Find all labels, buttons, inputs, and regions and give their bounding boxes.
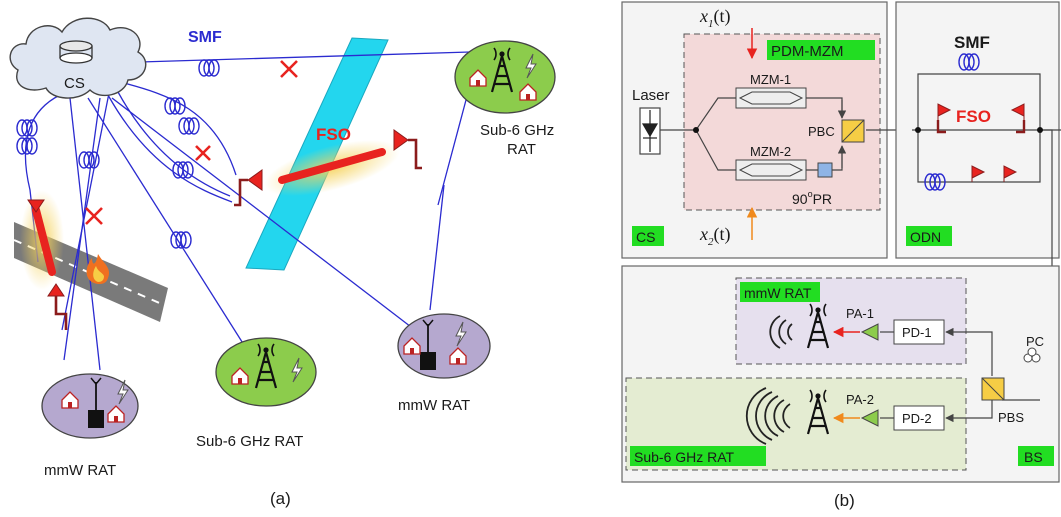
bs-optical-paths	[945, 327, 1040, 423]
fiber-links	[24, 51, 471, 371]
splitter-node	[693, 127, 699, 133]
mmw-rat-label: mmW RAT	[744, 285, 812, 301]
fiber-coil-icon	[16, 119, 38, 137]
link-failure-icon	[85, 60, 298, 225]
sub6-rat-tag	[630, 446, 766, 466]
mzm2-modulator: MZM-2	[735, 144, 807, 181]
pd2-label: PD-2	[902, 411, 932, 426]
pa1-label: PA-1	[846, 306, 874, 321]
pd2-box	[893, 405, 945, 431]
sub6-bottom-label: Sub-6 GHz RAT	[196, 433, 303, 450]
odn-tag-label: ODN	[910, 229, 941, 245]
central-station-cloud: CS	[9, 17, 147, 99]
mmw-rat-left: mmW RAT	[41, 373, 139, 479]
bs-tag	[1018, 446, 1054, 466]
database-icon	[59, 40, 93, 64]
cs-tag-label: CS	[636, 229, 655, 245]
odn-tag	[906, 226, 952, 246]
odn-fso-label: FSO	[956, 107, 991, 126]
fso-transceiver-icon	[234, 169, 263, 207]
pr-label: 90oPR	[792, 189, 832, 207]
odn-split-node	[915, 127, 921, 133]
polarization-rotator	[817, 162, 833, 178]
pdm-mzm-label: PDM-MZM	[771, 43, 843, 60]
laser-label: Laser	[632, 87, 670, 104]
smf-label: SMF	[188, 29, 222, 46]
wireless-wave-icon	[769, 315, 793, 349]
mzm1-label: MZM-1	[750, 72, 791, 87]
cs-tag	[632, 226, 664, 246]
sub6-rat-bottom: Sub-6 GHz RAT	[196, 337, 317, 450]
pc-label: PC	[1026, 334, 1044, 349]
pbc-combiner	[841, 119, 865, 143]
mzm1-modulator: MZM-1	[735, 72, 807, 109]
sub6-rat-top: Sub-6 GHz RAT	[454, 40, 556, 158]
fire-icon	[86, 254, 110, 284]
sub6-rat-label: Sub-6 GHz RAT	[634, 449, 735, 465]
wireless-wave-icon	[745, 387, 791, 445]
panel-a: FSO CS	[9, 17, 556, 508]
cs-label: CS	[64, 75, 85, 92]
pa2-label: PA-2	[846, 392, 874, 407]
fso-label: FSO	[316, 125, 351, 144]
mmw-rat-right: mmW RAT	[397, 313, 491, 414]
x2-symbol: x2(t)	[699, 224, 731, 248]
pbs-label: PBS	[998, 410, 1024, 425]
mmw-left-label: mmW RAT	[44, 462, 116, 479]
pdm-mzm-tag	[767, 40, 875, 60]
polarization-controller-icon	[1023, 347, 1041, 363]
odn-bottom-flags	[971, 165, 1018, 182]
x1-symbol: x1(t)	[699, 6, 731, 30]
mmw-rat-tag	[740, 282, 820, 302]
caption-b: (b)	[834, 491, 855, 510]
fiber-coil-icon	[178, 117, 200, 135]
bs-tag-label: BS	[1024, 449, 1043, 465]
pd1-box	[893, 319, 945, 345]
fso-transceiver-icon	[393, 129, 422, 170]
fso-beam	[278, 148, 386, 184]
pbs-splitter	[981, 377, 1005, 401]
fso-transceiver-icon	[47, 283, 68, 330]
laser-icon	[639, 107, 661, 155]
fso-transceiver-icon	[27, 199, 45, 213]
odn-smf-label: SMF	[954, 33, 990, 52]
fiber-coil-icon	[198, 59, 220, 77]
pd1-label: PD-1	[902, 325, 932, 340]
sub6-top-label-line2: RAT	[507, 141, 536, 158]
pbc-label: PBC	[808, 124, 835, 139]
pa2-amplifier-icon	[860, 409, 879, 427]
caption-a: (a)	[270, 489, 291, 508]
fso-link-odn	[936, 103, 1026, 134]
mzm2-label: MZM-2	[750, 144, 791, 159]
sub6-top-label-line1: Sub-6 GHz	[480, 122, 554, 139]
fso-beam	[32, 206, 56, 276]
pa1-amplifier-icon	[860, 323, 879, 341]
odn-combine-node	[1037, 127, 1043, 133]
panel-b: PDM-MZM x1(t) x2(t) Laser MZM-1	[621, 1, 1061, 510]
mmw-right-label: mmW RAT	[398, 397, 470, 414]
